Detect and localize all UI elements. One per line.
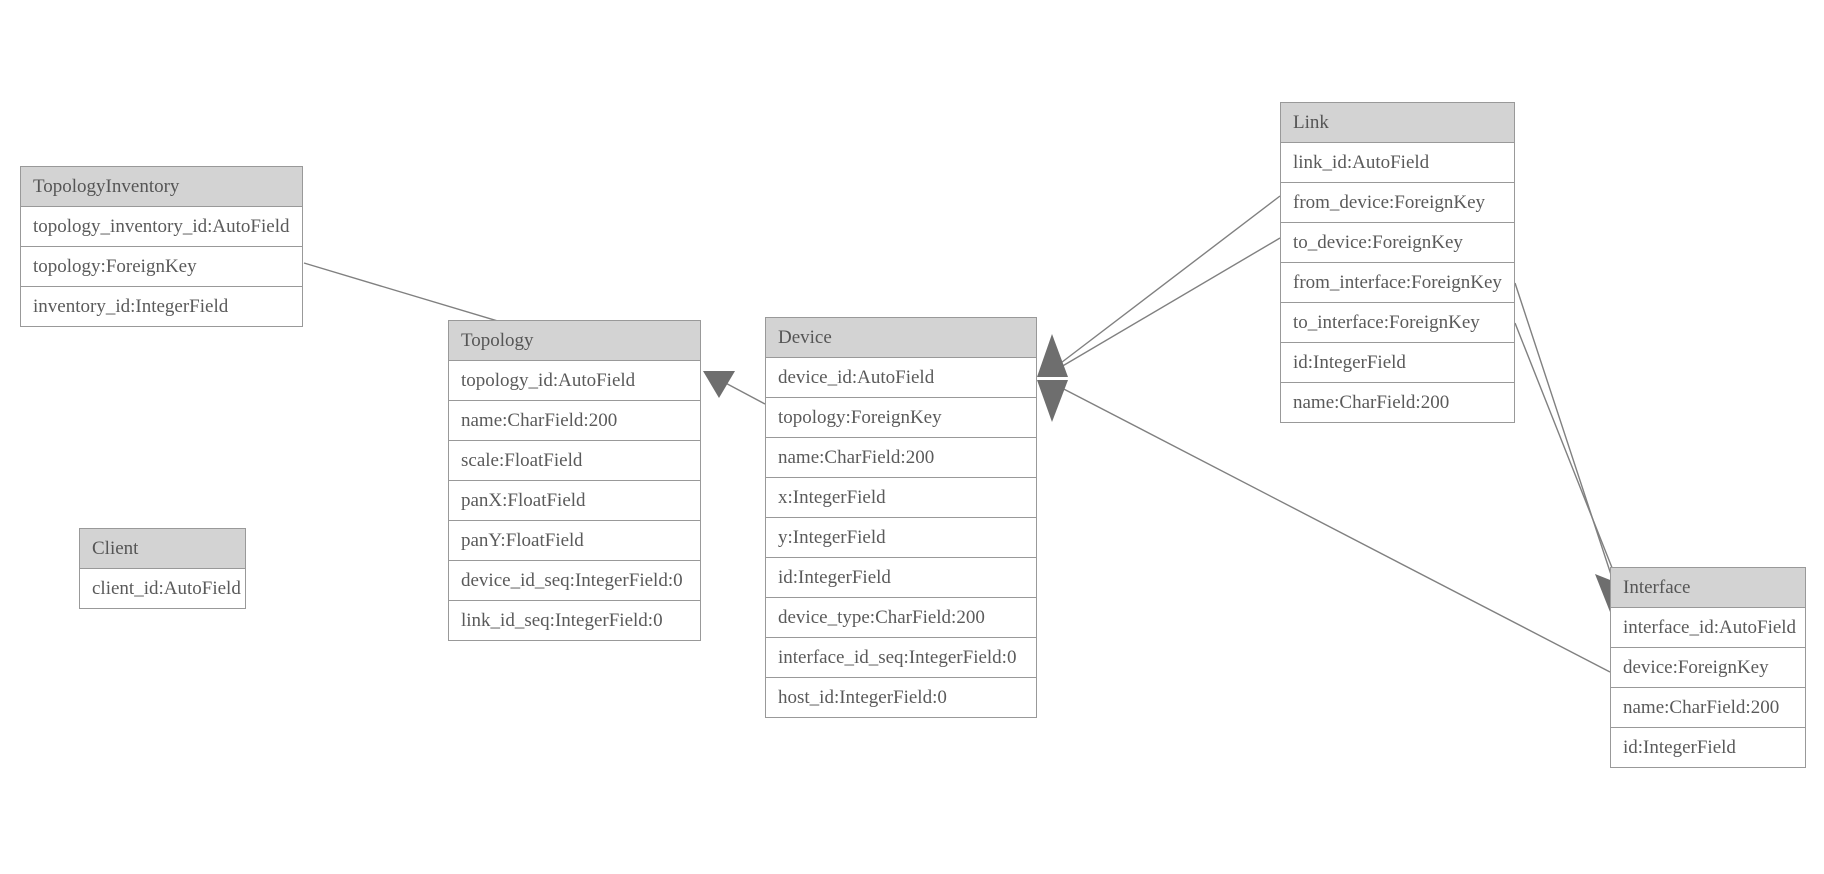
- field-row[interactable]: from_device:ForeignKey: [1281, 183, 1514, 223]
- field-row[interactable]: interface_id_seq:IntegerField:0: [766, 638, 1036, 678]
- field-row[interactable]: panY:FloatField: [449, 521, 700, 561]
- entity-interface[interactable]: Interface interface_id:AutoField device:…: [1610, 567, 1806, 768]
- field-row[interactable]: inventory_id:IntegerField: [21, 287, 302, 326]
- edge-link-from_interface: [1514, 282, 1621, 603]
- field-row[interactable]: x:IntegerField: [766, 478, 1036, 518]
- entity-title-link: Link: [1281, 103, 1514, 143]
- field-row[interactable]: device_id:AutoField: [766, 358, 1036, 398]
- field-row[interactable]: host_id:IntegerField:0: [766, 678, 1036, 717]
- field-row[interactable]: id:IntegerField: [766, 558, 1036, 598]
- field-row[interactable]: topology_inventory_id:AutoField: [21, 207, 302, 247]
- entity-title-interface: Interface: [1611, 568, 1805, 608]
- field-row[interactable]: name:CharField:200: [1281, 383, 1514, 422]
- arrowhead-device-from-link: [1037, 334, 1068, 377]
- field-row[interactable]: name:CharField:200: [766, 438, 1036, 478]
- field-row[interactable]: id:IntegerField: [1281, 343, 1514, 383]
- field-row[interactable]: id:IntegerField: [1611, 728, 1805, 767]
- entity-fields-interface: interface_id:AutoField device:ForeignKey…: [1611, 608, 1805, 767]
- entity-topology[interactable]: Topology topology_id:AutoField name:Char…: [448, 320, 701, 641]
- entity-title-topology: Topology: [449, 321, 700, 361]
- field-row[interactable]: name:CharField:200: [1611, 688, 1805, 728]
- field-row[interactable]: panX:FloatField: [449, 481, 700, 521]
- field-row[interactable]: name:CharField:200: [449, 401, 700, 441]
- entity-fields-topology: topology_id:AutoField name:CharField:200…: [449, 361, 700, 640]
- entity-client[interactable]: Client client_id:AutoField: [79, 528, 246, 609]
- field-row[interactable]: device:ForeignKey: [1611, 648, 1805, 688]
- entity-fields-topology-inventory: topology_inventory_id:AutoField topology…: [21, 207, 302, 326]
- edge-device-topology: [703, 371, 766, 405]
- entity-title-device: Device: [766, 318, 1036, 358]
- field-row[interactable]: device_id_seq:IntegerField:0: [449, 561, 700, 601]
- field-row[interactable]: link_id_seq:IntegerField:0: [449, 601, 700, 640]
- edge-link-to_interface: [1514, 322, 1627, 604]
- field-row[interactable]: topology:ForeignKey: [21, 247, 302, 287]
- entity-fields-client: client_id:AutoField: [80, 569, 245, 608]
- edge-link-from_device: [1048, 195, 1281, 373]
- edge-link-to_device: [1048, 237, 1281, 375]
- field-row[interactable]: device_type:CharField:200: [766, 598, 1036, 638]
- field-row[interactable]: from_interface:ForeignKey: [1281, 263, 1514, 303]
- entity-title-client: Client: [80, 529, 245, 569]
- field-row[interactable]: y:IntegerField: [766, 518, 1036, 558]
- arrowhead-device-from-interface: [1037, 380, 1068, 422]
- field-row[interactable]: link_id:AutoField: [1281, 143, 1514, 183]
- entity-fields-device: device_id:AutoField topology:ForeignKey …: [766, 358, 1036, 717]
- field-row[interactable]: to_interface:ForeignKey: [1281, 303, 1514, 343]
- edge-interface-device: [1055, 384, 1611, 673]
- field-row[interactable]: client_id:AutoField: [80, 569, 245, 608]
- entity-link[interactable]: Link link_id:AutoField from_device:Forei…: [1280, 102, 1515, 423]
- field-row[interactable]: topology:ForeignKey: [766, 398, 1036, 438]
- entity-topology-inventory[interactable]: TopologyInventory topology_inventory_id:…: [20, 166, 303, 327]
- entity-device[interactable]: Device device_id:AutoField topology:Fore…: [765, 317, 1037, 718]
- field-row[interactable]: to_device:ForeignKey: [1281, 223, 1514, 263]
- field-row[interactable]: interface_id:AutoField: [1611, 608, 1805, 648]
- entity-fields-link: link_id:AutoField from_device:ForeignKey…: [1281, 143, 1514, 422]
- field-row[interactable]: topology_id:AutoField: [449, 361, 700, 401]
- field-row[interactable]: scale:FloatField: [449, 441, 700, 481]
- entity-title-topology-inventory: TopologyInventory: [21, 167, 302, 207]
